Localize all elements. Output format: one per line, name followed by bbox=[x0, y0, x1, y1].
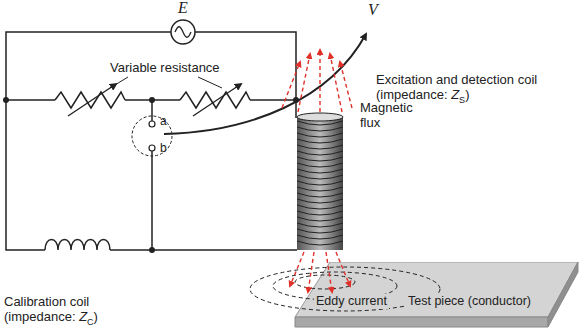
resistor-label: Variable resistance bbox=[110, 60, 220, 75]
source-label: E bbox=[178, 0, 188, 16]
eddy-current-label: Eddy current bbox=[314, 294, 389, 309]
flux-label: Magnetic flux bbox=[360, 100, 422, 130]
calibration-coil-label: Calibration coil (impedance: ZC) bbox=[4, 294, 129, 324]
voltage-label: V bbox=[368, 2, 378, 18]
coil-label: Excitation and detection coil (impedance… bbox=[376, 72, 571, 102]
terminal-label: b bbox=[160, 142, 167, 155]
test-piece-label: Test piece (conductor) bbox=[406, 294, 533, 309]
terminal-label: a bbox=[160, 115, 167, 128]
test-piece: Eddy current Test piece (conductor) bbox=[288, 262, 580, 328]
